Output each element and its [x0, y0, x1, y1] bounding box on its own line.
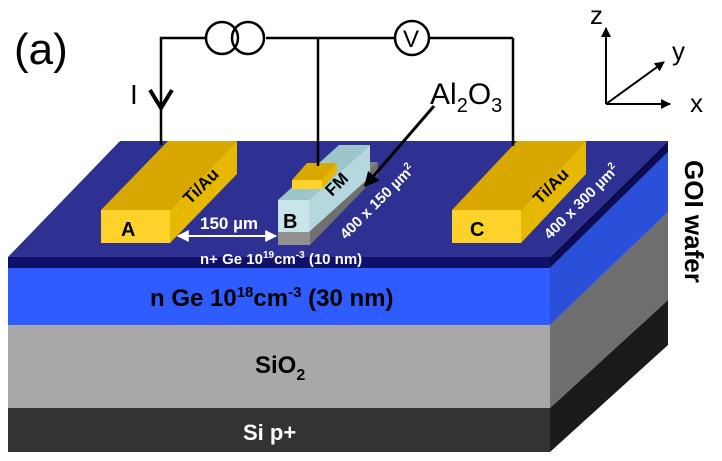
- wafer-label: GOI wafer: [679, 160, 709, 283]
- si-side-face: [550, 300, 668, 452]
- si-layer-label: Si p+: [243, 420, 296, 445]
- nge-layer-label: n Ge 1018cm-3 (30 nm): [150, 284, 393, 312]
- axis-y-label: y: [672, 36, 685, 66]
- voltmeter-label: V: [403, 26, 419, 53]
- nplus-layer-label: n+ Ge 1019cm-3 (10 nm): [200, 250, 362, 268]
- spacing-label: 150 µm: [200, 214, 258, 233]
- sio2-front-face: [8, 325, 550, 408]
- current-label: I: [130, 79, 138, 110]
- current-source-icon: [204, 20, 266, 56]
- sio2-side-face: [550, 212, 668, 408]
- contact-b: [278, 145, 378, 245]
- oxide-pointer-arrow: [363, 105, 436, 188]
- si-front-face: [8, 408, 550, 452]
- sio2-layer-label: SiO2: [255, 352, 305, 384]
- contact-a: [101, 141, 237, 243]
- nge-side-face: [550, 152, 668, 325]
- panel-label: (a): [14, 25, 68, 74]
- contact-a-letter: A: [121, 219, 135, 241]
- nplus-front-face: [8, 257, 550, 268]
- current-arrow: [148, 88, 174, 112]
- axis-x-label: x: [690, 88, 703, 118]
- oxide-label: Al2O3: [430, 78, 502, 117]
- nge-front-face: [8, 268, 550, 325]
- contact-b-letter: B: [283, 211, 297, 233]
- contact-c: [452, 141, 586, 243]
- contact-c-letter: C: [470, 219, 484, 241]
- nplus-side-face: [550, 141, 668, 268]
- voltmeter-icon: [393, 19, 431, 57]
- axis-z-label: z: [590, 0, 603, 30]
- axes-triad: [601, 27, 671, 109]
